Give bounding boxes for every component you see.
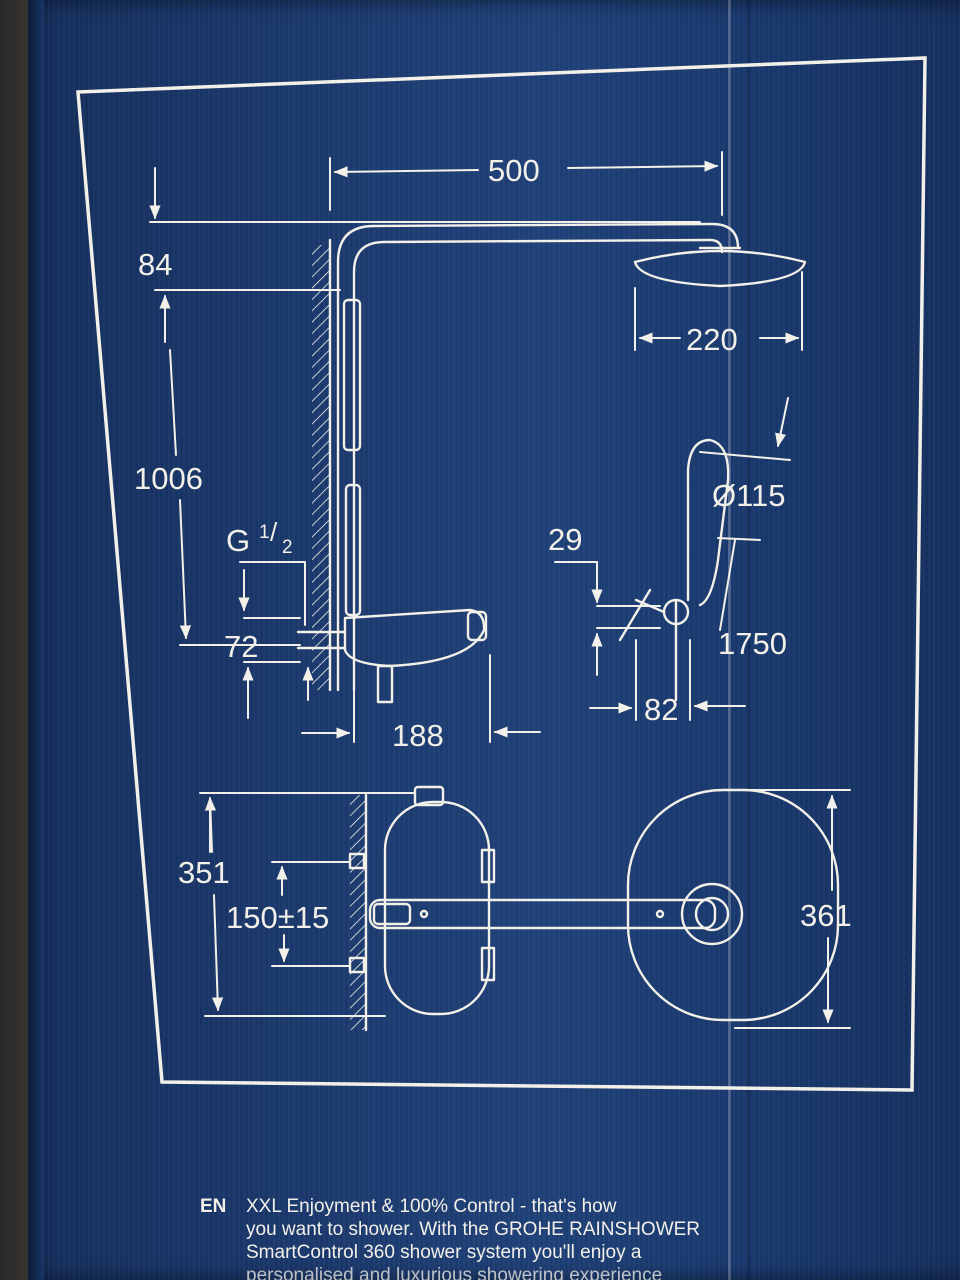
dim-head-height: 84: [138, 247, 172, 282]
dim-head-diameter: 220: [686, 322, 738, 357]
dim-thread-prefix: G: [226, 523, 250, 558]
dim-offset-72: 72: [224, 629, 258, 664]
head-shower-side: [633, 249, 807, 288]
box-edge-shadow: [28, 0, 44, 1280]
caption-text-3: SmartControl 360 shower system you'll en…: [246, 1242, 642, 1263]
dim-total-height: 1750: [718, 626, 787, 661]
dim-thermostat-height: 351: [178, 855, 230, 890]
caption-text-4: personalised and luxurious showering exp…: [246, 1265, 663, 1280]
wall-hatch-front: [350, 795, 366, 1030]
drawing-frame: [76, 56, 927, 1092]
dim-offset-29: 29: [548, 522, 582, 557]
caption-text-2: you want to shower. With the GROHE RAINS…: [246, 1219, 701, 1240]
thermostat-side: [343, 608, 486, 668]
box-crease-shadow: [748, 0, 750, 1280]
dim-thread-denominator: 2: [282, 537, 293, 558]
shower-arm-front: [368, 898, 717, 930]
thermostat-front: [383, 800, 491, 1016]
shower-pipe: [336, 222, 740, 692]
caption-line-1: EN XXL Enjoyment & 100% Control - that's …: [200, 1195, 940, 1218]
caption-text-1: XXL Enjoyment & 100% Control - that's ho…: [246, 1196, 617, 1217]
wall-hatch-side: [312, 245, 330, 690]
dim-inlet-spacing: 150±15: [226, 900, 329, 935]
dim-handshower-diameter: Ø115: [712, 478, 786, 513]
dim-head-height-front: 361: [800, 898, 852, 933]
caption-line-2: you want to shower. With the GROHE RAINS…: [200, 1218, 940, 1241]
caption-line-4: personalised and luxurious showering exp…: [200, 1264, 940, 1280]
dim-bar-height: 1006: [134, 461, 203, 496]
hand-shower-side: [686, 438, 730, 607]
caption-line-3: SmartControl 360 shower system you'll en…: [200, 1241, 940, 1264]
language-code: EN: [200, 1196, 227, 1217]
box-crease: [728, 0, 731, 1280]
dim-thread-slash: /: [270, 517, 278, 547]
head-shower-front: [626, 788, 840, 1022]
dim-arm-length: 500: [488, 153, 540, 188]
dim-depth-82: 82: [644, 692, 678, 727]
dim-depth-188: 188: [392, 718, 444, 753]
product-box-side: [28, 0, 960, 1280]
product-description: EN XXL Enjoyment & 100% Control - that's …: [200, 1195, 940, 1280]
dim-thread-numerator: 1: [259, 522, 270, 543]
